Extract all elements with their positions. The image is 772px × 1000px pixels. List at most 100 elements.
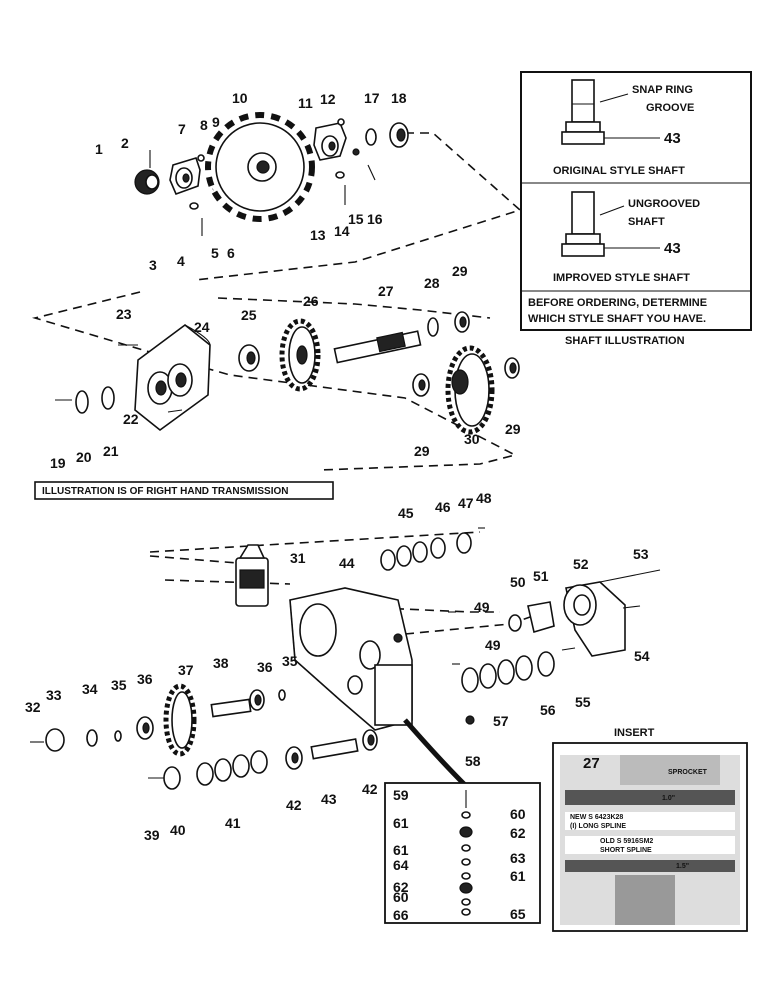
callout-42-a: 42 xyxy=(286,797,302,813)
callout-31: 31 xyxy=(290,550,306,566)
callout-25: 25 xyxy=(241,307,257,323)
lower-assembly xyxy=(30,527,661,790)
dim-bottom: 1.5" xyxy=(676,863,689,870)
drive-gear-icon xyxy=(163,683,197,757)
callout-41: 41 xyxy=(225,815,241,831)
callout-20: 20 xyxy=(76,449,92,465)
groove-label: GROOVE xyxy=(646,102,694,114)
callout-44: 44 xyxy=(339,555,355,571)
callout-57: 57 xyxy=(493,713,509,729)
callout-4: 4 xyxy=(177,253,185,269)
cover-plate-icon xyxy=(134,323,211,432)
ungrooved-label: UNGROOVED xyxy=(628,198,700,210)
callout-35-a: 35 xyxy=(111,677,127,693)
callout-50: 50 xyxy=(510,574,526,590)
dim-top: 1.0" xyxy=(662,795,675,802)
callout-19: 19 xyxy=(50,455,66,471)
callout-36-b: 36 xyxy=(257,659,273,675)
callout-32: 32 xyxy=(25,699,41,715)
callout-60-b: 60 xyxy=(393,889,409,905)
callout-16: 16 xyxy=(367,211,383,227)
callout-28: 28 xyxy=(424,275,440,291)
shaft-illustration-panel: SNAP RING GROOVE 43 ORIGINAL STYLE SHAFT… xyxy=(520,71,752,347)
callout-54: 54 xyxy=(634,648,650,664)
callout-43: 43 xyxy=(321,791,337,807)
callout-33: 33 xyxy=(46,687,62,703)
large-gear-icon xyxy=(445,345,495,435)
callout-34: 34 xyxy=(82,681,98,697)
insert-panel: INSERT 27 SPROCKET 1.0" NEW S 6423K28 (I… xyxy=(552,727,748,932)
bracket-icon-2 xyxy=(313,122,347,161)
callout-11: 11 xyxy=(298,95,313,111)
callout-48: 48 xyxy=(476,490,492,506)
callout-51: 51 xyxy=(533,568,549,584)
callout-62-a: 62 xyxy=(510,825,526,841)
callout-12: 12 xyxy=(320,91,336,107)
callout-6: 6 xyxy=(227,245,235,261)
original-shaft-icon xyxy=(561,79,660,145)
callout-64: 64 xyxy=(393,857,409,873)
callout-17: 17 xyxy=(364,90,380,106)
callout-22: 22 xyxy=(123,411,139,427)
valve-kit-box xyxy=(384,782,541,924)
callout-15: 15 xyxy=(348,211,364,227)
callout-42-b: 42 xyxy=(362,781,378,797)
callout-labels: 1 2 3 4 5 6 7 8 9 10 11 12 13 14 15 16 1… xyxy=(25,90,650,923)
callout-27: 27 xyxy=(378,283,394,299)
old-spline-line1: OLD S 5916SM2 xyxy=(600,838,653,845)
callout-45: 45 xyxy=(398,505,414,521)
bearing-icon xyxy=(389,122,409,148)
callout-59: 59 xyxy=(393,787,409,803)
callout-37: 37 xyxy=(178,662,194,678)
callout-1: 1 xyxy=(95,141,103,157)
snap-ring-label: SNAP RING xyxy=(632,84,693,96)
callout-29-c: 29 xyxy=(505,421,521,437)
callout-18: 18 xyxy=(391,90,407,106)
callout-21: 21 xyxy=(103,443,119,459)
callout-60-a: 60 xyxy=(510,806,526,822)
callout-55: 55 xyxy=(575,694,591,710)
callout-39: 39 xyxy=(144,827,160,843)
middle-assembly xyxy=(55,311,520,435)
insert-title: INSERT xyxy=(614,727,655,739)
callout-66: 66 xyxy=(393,907,409,923)
callout-49-b: 49 xyxy=(485,637,501,653)
callout-13: 13 xyxy=(310,227,326,243)
callout-26: 26 xyxy=(303,293,319,309)
oil-can-icon xyxy=(235,544,269,607)
ordering-note-line1: BEFORE ORDERING, DETERMINE xyxy=(528,297,707,309)
callout-53: 53 xyxy=(633,546,649,562)
shaft-icon xyxy=(333,330,422,364)
callout-29-b: 29 xyxy=(414,443,430,459)
new-spline-line1: NEW S 6423K28 xyxy=(570,814,623,821)
shaft-label: SHAFT xyxy=(628,216,665,228)
callout-46: 46 xyxy=(435,499,451,515)
callout-62-b: 62 xyxy=(393,879,409,895)
sprocket-icon xyxy=(205,112,315,222)
spur-gear-icon xyxy=(279,318,321,392)
callout-61-c: 61 xyxy=(510,868,526,884)
gearbox-cover-icon xyxy=(563,581,626,657)
transmission-housing-icon xyxy=(289,587,413,731)
insert-part-number: 27 xyxy=(583,755,600,772)
callout-9: 9 xyxy=(212,114,220,130)
callout-35-b: 35 xyxy=(282,653,298,669)
ordering-note-line2: WHICH STYLE SHAFT YOU HAVE. xyxy=(528,313,706,325)
callout-36-a: 36 xyxy=(137,671,153,687)
original-part-number: 43 xyxy=(664,130,681,147)
new-spline-line2: (I) LONG SPLINE xyxy=(570,823,626,830)
bracket-icon xyxy=(169,157,201,196)
improved-part-number: 43 xyxy=(664,240,681,257)
callout-52: 52 xyxy=(573,556,589,572)
callout-65: 65 xyxy=(510,906,526,922)
shaft-illustration-title: SHAFT ILLUSTRATION xyxy=(565,335,685,347)
callout-2: 2 xyxy=(121,135,129,151)
banner-text: ILLUSTRATION IS OF RIGHT HAND TRANSMISSI… xyxy=(42,486,288,497)
sprocket-label: SPROCKET xyxy=(668,769,708,776)
callout-58: 58 xyxy=(465,753,481,769)
original-shaft-caption: ORIGINAL STYLE SHAFT xyxy=(553,165,685,177)
callout-63: 63 xyxy=(510,850,526,866)
callout-14: 14 xyxy=(334,223,350,239)
callout-49-a: 49 xyxy=(474,599,490,615)
pinion-gear-icon xyxy=(134,169,160,195)
